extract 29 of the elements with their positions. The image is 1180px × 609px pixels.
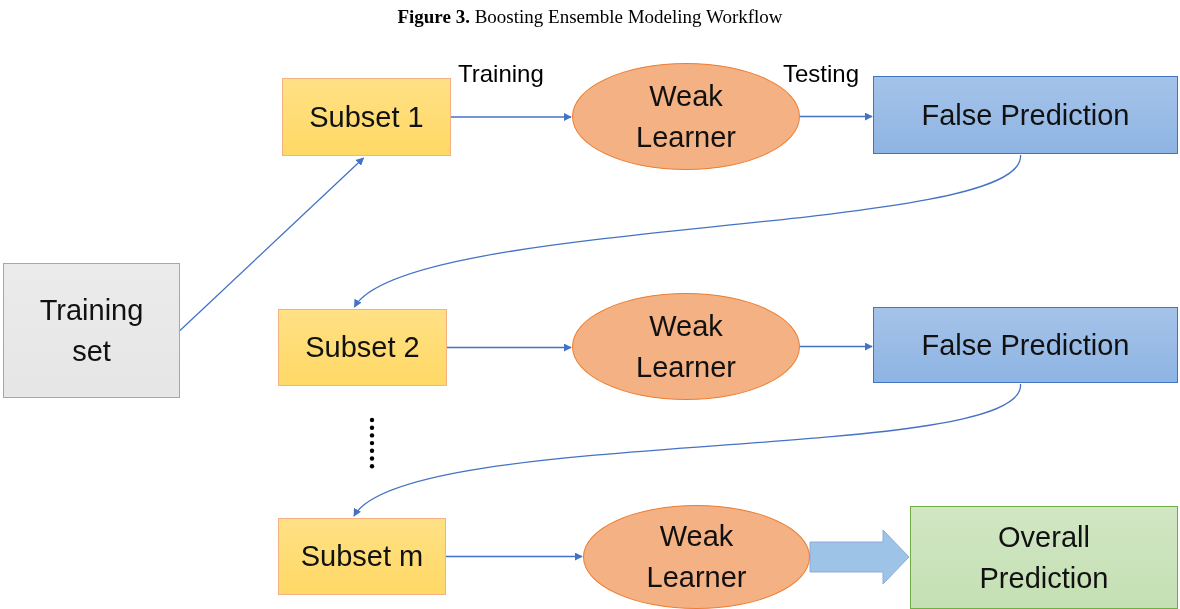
- arrow: [445, 552, 583, 561]
- edge-label: Training: [457, 60, 545, 88]
- arrow: [353, 154, 1022, 308]
- node-label: Training set: [38, 292, 145, 369]
- block-arrow: [809, 529, 910, 585]
- node-label: Subset 2: [305, 330, 420, 366]
- node-label: Weak Learner: [645, 519, 748, 595]
- arrow: [353, 383, 1022, 517]
- arrow: [446, 343, 572, 352]
- node-label: Subset 1: [309, 99, 424, 135]
- node-label: Weak Learner: [635, 78, 737, 155]
- process-box: [873, 76, 1178, 154]
- process-box: [282, 78, 451, 156]
- node-label: Weak Learner: [635, 308, 737, 385]
- node-label: False Prediction: [921, 327, 1130, 363]
- arrow: [450, 113, 572, 121]
- process-box: [873, 307, 1178, 383]
- process-box: [3, 263, 180, 398]
- edge-label: Testing: [782, 59, 861, 88]
- arrow: [179, 157, 365, 332]
- node-label: False Prediction: [921, 97, 1130, 133]
- node-label: Overall Prediction: [978, 519, 1110, 596]
- process-box: [278, 518, 446, 595]
- process-box: [278, 309, 447, 386]
- node-label: Subset m: [300, 539, 424, 575]
- process-box: [910, 506, 1178, 609]
- arrow: [799, 112, 873, 121]
- arrow: [799, 342, 873, 351]
- figure-title: Figure 3. Boosting Ensemble Modeling Workflow: [397, 6, 783, 28]
